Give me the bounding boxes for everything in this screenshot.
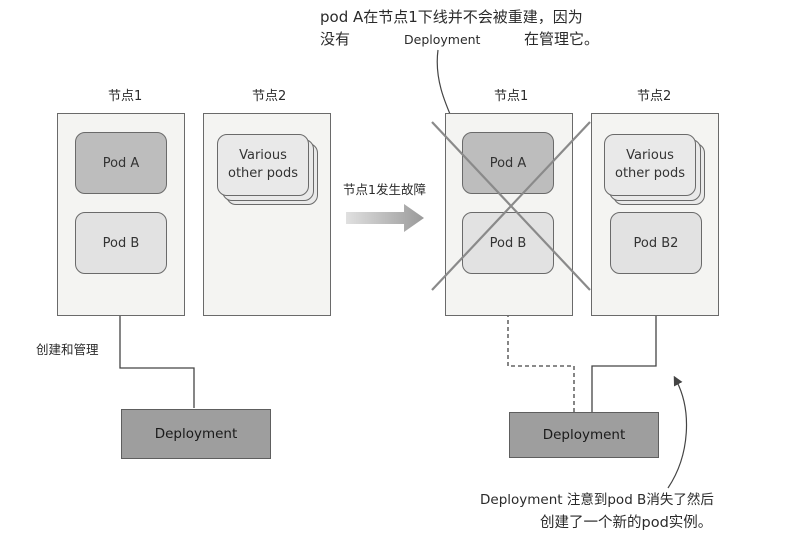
right-pod-b2-label: Pod B2 [633, 235, 679, 251]
top-annotation-line2a: 没有 [320, 30, 351, 48]
left-various-line2: other pods [228, 166, 298, 181]
bottom-annotation-line2: 创建了一个新的pod实例。 [540, 515, 713, 531]
right-various-pods: Various other pods [604, 134, 696, 196]
bottom-annotation-pointer [667, 375, 688, 489]
right-pod-a-label: Pod A [489, 155, 527, 171]
right-pod-b: Pod B [462, 212, 554, 274]
failure-label: 节点1发生故障 [343, 182, 426, 197]
right-pod-a: Pod A [462, 132, 554, 194]
right-pod-b-label: Pod B [489, 235, 527, 251]
right-deployment-label: Deployment [542, 427, 626, 443]
top-annotation-line1: pod A在节点1下线并不会被重建，因为 [320, 8, 583, 26]
failure-arrow [346, 204, 424, 232]
right-dashed-line [502, 277, 575, 412]
right-various-line1: Various [626, 148, 674, 164]
left-deployment-label: Deployment [154, 426, 238, 442]
right-manage-line [591, 274, 662, 412]
left-various-pods: Various other pods [217, 134, 309, 196]
right-various-line2: other pods [615, 166, 685, 181]
top-annotation-line2c: 在管理它。 [524, 30, 600, 48]
left-pod-b-label: Pod B [102, 235, 140, 251]
left-deployment: Deployment [121, 409, 271, 459]
left-manage-line [114, 277, 195, 408]
left-node1-label: 节点1 [108, 89, 143, 104]
right-node2-label: 节点2 [637, 89, 672, 104]
create-manage-label: 创建和管理 [36, 342, 99, 357]
left-node2-label: 节点2 [252, 89, 287, 104]
top-annotation-line2b: Deployment [404, 32, 481, 47]
left-pod-a-label: Pod A [102, 155, 140, 171]
left-pod-a: Pod A [75, 132, 167, 194]
right-pod-b2: Pod B2 [610, 212, 702, 274]
bottom-annotation-line1: Deployment 注意到pod B消失了然后 [480, 492, 714, 508]
right-deployment: Deployment [509, 412, 659, 458]
left-various-line1: Various [239, 148, 287, 164]
left-pod-b: Pod B [75, 212, 167, 274]
right-node1-label: 节点1 [494, 89, 529, 104]
